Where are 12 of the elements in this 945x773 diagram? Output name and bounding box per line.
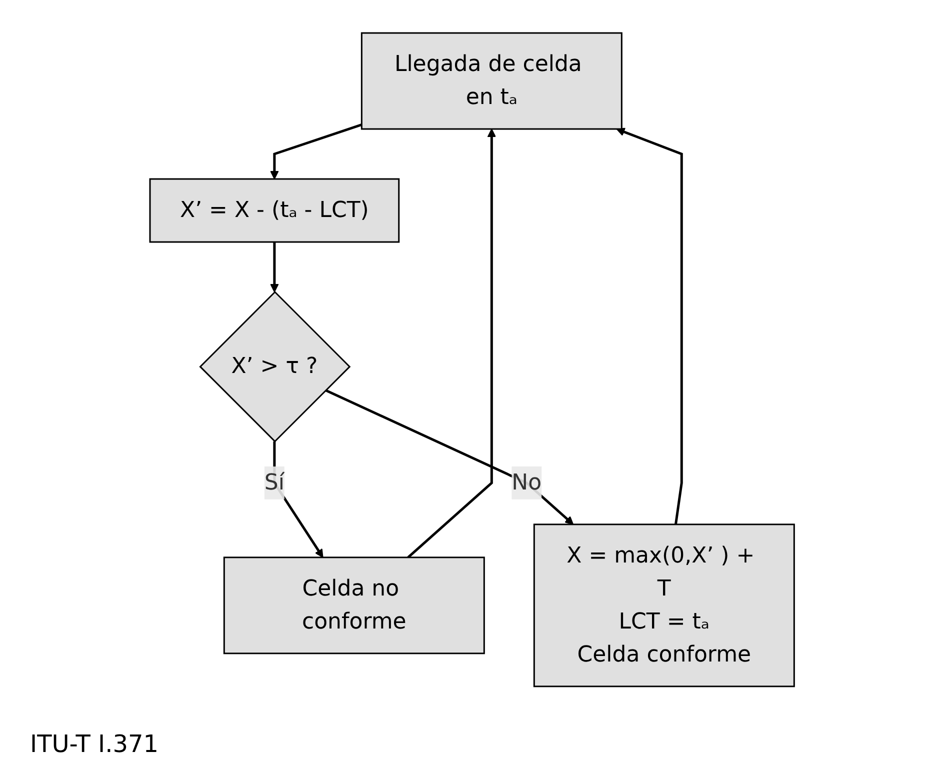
arrow [325, 389, 574, 526]
source-note: ITU-T I.371 [30, 730, 159, 758]
edge-label: No [512, 470, 542, 496]
node-box: Llegada de celda en tₐ [361, 32, 623, 130]
node-box: X’ = X - (tₐ - LCT) [150, 178, 400, 244]
node-box: Celda no conforme [224, 556, 486, 654]
arrow [408, 128, 496, 559]
arrow [270, 124, 362, 180]
node-box: X = max(0,X’ ) + T LCT = tₐ Celda conforme [534, 524, 796, 688]
node-diamond: X’ > τ ? [200, 291, 352, 443]
arrow [270, 242, 280, 293]
arrow [616, 128, 684, 525]
